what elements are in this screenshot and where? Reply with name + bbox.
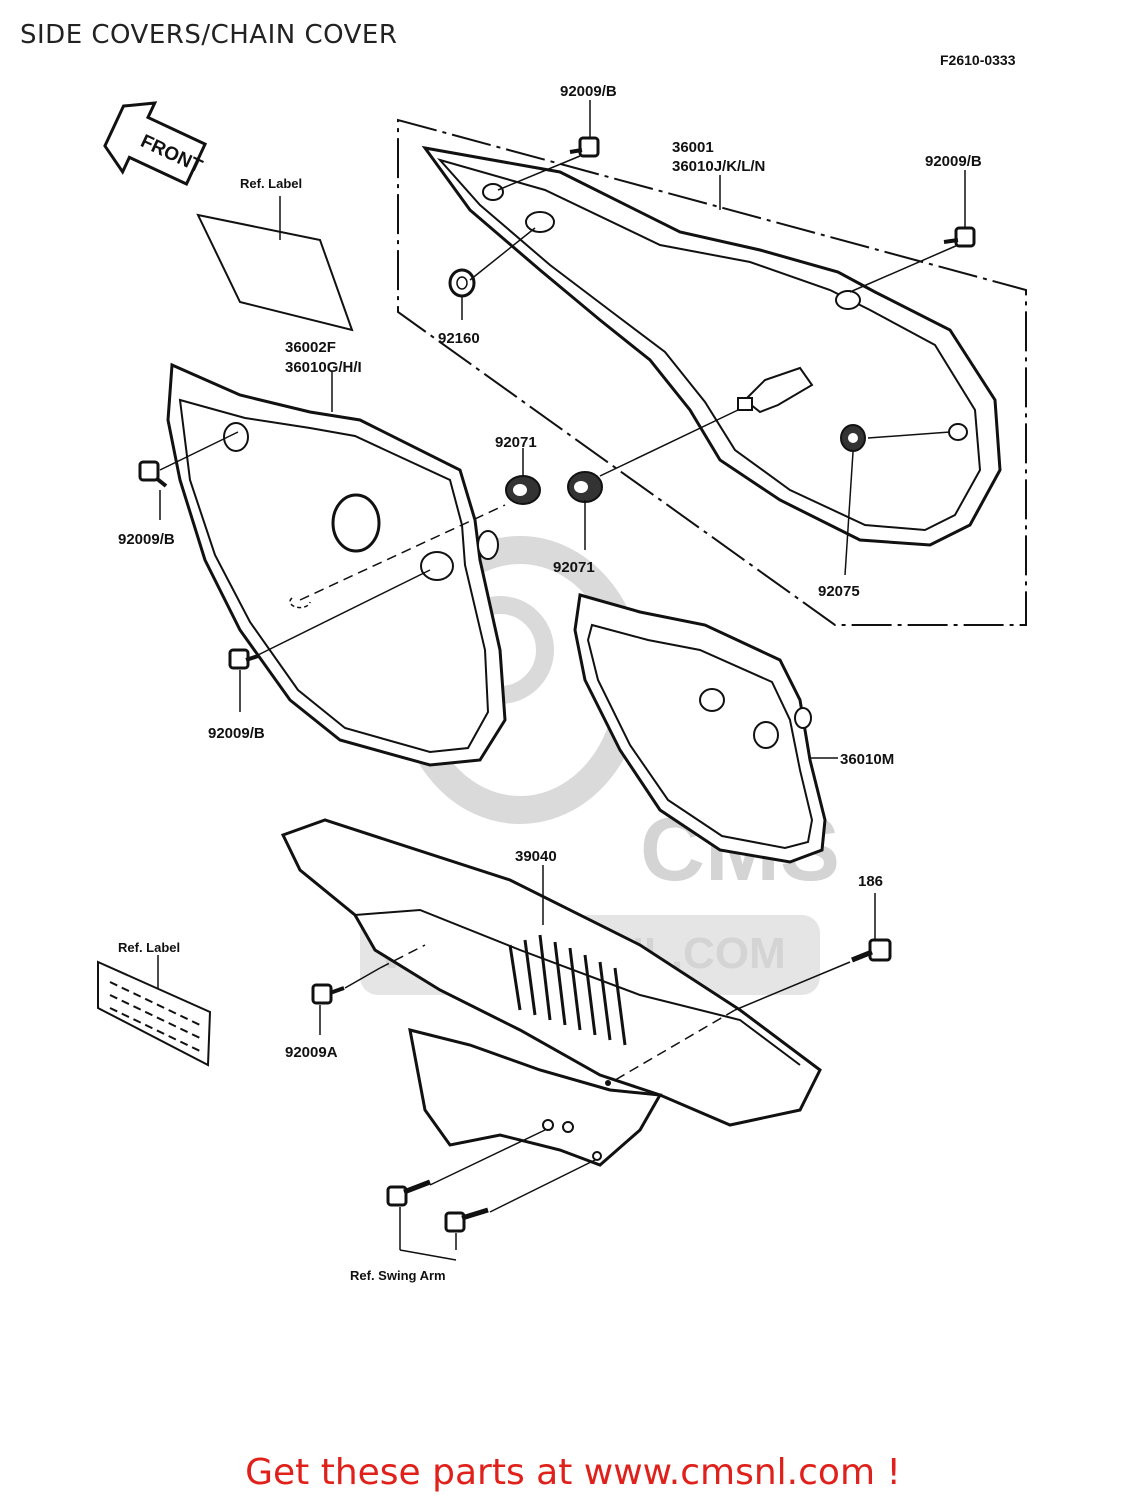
ref-label-sticker-bottom — [97, 955, 212, 1067]
callout-92009b-top: 92009/B — [560, 83, 617, 100]
callout-36010m: 36010M — [840, 751, 894, 768]
hidden-hole — [289, 597, 311, 609]
bolt-92009b-left — [138, 460, 168, 488]
callout-186: 186 — [858, 873, 883, 890]
parts-diagram: CMS WWW.CMSNL.COM FRONT — [97, 83, 1027, 1283]
swing-arm-bolt-a — [386, 1179, 431, 1207]
figure-code: F2610-0333 — [940, 52, 1016, 68]
callout-39040: 39040 — [515, 848, 557, 865]
bolt-92009b-right — [943, 226, 976, 248]
callout-92075: 92075 — [818, 583, 860, 600]
callout-92160: 92160 — [438, 330, 480, 347]
chain-cover-ribs — [508, 934, 627, 1046]
bolt-92009b-lower — [228, 648, 259, 670]
front-arrow: FRONT — [103, 101, 208, 186]
swing-arm-bolt-b — [444, 1207, 489, 1233]
callout-ref-label-top: Ref. Label — [240, 176, 302, 191]
callout-36001: 36001 — [672, 139, 714, 156]
callout-92009b-right: 92009/B — [925, 153, 982, 170]
callout-36010jkln: 36010J/K/L/N — [672, 158, 765, 175]
callout-36010ghi: 36010G/H/I — [285, 359, 362, 376]
chain-cover — [280, 818, 822, 1167]
callout-92009b-lower: 92009/B — [208, 725, 265, 742]
callout-ref-swing-arm: Ref. Swing Arm — [350, 1268, 446, 1283]
grommet-92075 — [840, 424, 866, 452]
callout-36002f: 36002F — [285, 339, 336, 356]
grommet-92071-a — [505, 475, 541, 505]
dashed-leaders — [299, 504, 736, 1084]
bolt-186 — [851, 938, 892, 963]
callout-92071-a: 92071 — [495, 434, 537, 451]
grommet-92071-b — [567, 471, 603, 503]
bolt-92009b-top — [569, 136, 600, 158]
side-cover-36010m — [573, 593, 827, 864]
grommet-92160 — [448, 268, 476, 298]
get-parts-link[interactable]: Get these parts at www.cmsnl.com ! — [245, 1452, 901, 1493]
page-title: SIDE COVERS/CHAIN COVER — [20, 20, 398, 50]
bolt-92009a — [311, 983, 345, 1005]
left-side-cover — [166, 362, 507, 767]
callout-ref-label-bottom: Ref. Label — [118, 940, 180, 955]
leader-lines — [159, 100, 966, 1261]
callout-92071-b: 92071 — [553, 559, 595, 576]
ref-label-sticker-top — [196, 196, 354, 332]
mounting-pin — [737, 366, 814, 414]
callout-92009b-left: 92009/B — [118, 531, 175, 548]
callout-92009a: 92009A — [285, 1044, 338, 1061]
